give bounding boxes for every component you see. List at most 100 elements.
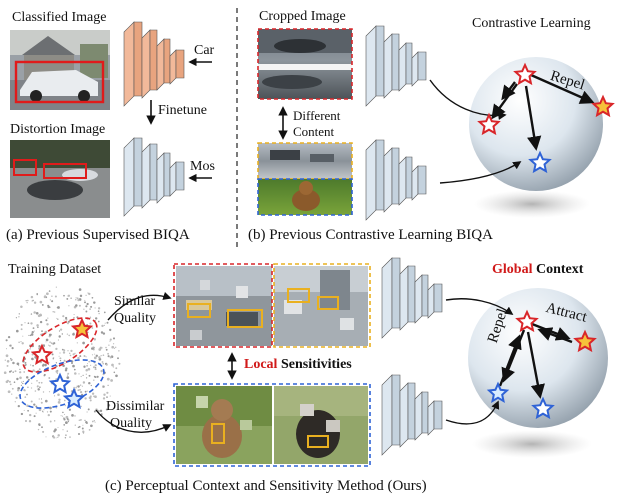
dataset-point — [101, 324, 104, 328]
dataset-point — [5, 339, 8, 342]
dataset-point — [79, 388, 81, 391]
dataset-point — [63, 413, 66, 415]
dataset-point — [28, 420, 32, 423]
dataset-point — [64, 369, 68, 372]
dataset-point — [7, 390, 11, 394]
dataset-point — [83, 354, 86, 358]
dataset-point — [27, 386, 29, 389]
dataset-point — [65, 421, 68, 424]
repel-arrow-c3 — [498, 334, 522, 387]
dataset-point — [69, 436, 71, 438]
dataset-point — [88, 374, 91, 377]
dataset-point — [49, 420, 52, 423]
dataset-point — [28, 413, 32, 417]
dataset-point — [112, 337, 116, 340]
dataset-point — [55, 286, 57, 288]
dataset-point — [57, 339, 59, 341]
dataset-point — [106, 377, 110, 381]
dataset-point — [20, 412, 24, 416]
dataset-point — [42, 391, 45, 393]
dataset-point — [100, 355, 102, 357]
dataset-point — [91, 296, 94, 299]
dataset-point — [62, 429, 64, 431]
dataset-point — [58, 398, 61, 401]
similar-arrow — [107, 291, 172, 321]
dataset-point — [100, 331, 104, 334]
dataset-point — [77, 389, 80, 392]
dataset-point — [39, 313, 42, 316]
dataset-point — [85, 356, 87, 358]
dataset-point — [97, 310, 100, 313]
dataset-point — [3, 371, 7, 375]
dataset-point — [95, 354, 98, 357]
dataset-point — [20, 384, 22, 386]
dataset-point — [106, 396, 108, 398]
dataset-point — [36, 324, 39, 327]
dataset-point — [95, 317, 98, 320]
dataset-point — [87, 367, 91, 371]
dataset-point — [12, 371, 14, 373]
dataset-point — [72, 332, 75, 336]
dataset-point — [83, 365, 86, 368]
different-content-images — [257, 142, 353, 216]
global-word: Global — [492, 262, 533, 277]
mos-label: Mos — [190, 159, 215, 174]
caption-b: (b) Previous Contrastive Learning BIQA — [248, 227, 493, 243]
orange-star-c — [573, 329, 597, 353]
dataset-point — [79, 390, 83, 394]
dataset-point — [47, 413, 50, 417]
dataset-point — [111, 345, 115, 349]
dataset-point — [26, 404, 29, 408]
dataset-point — [52, 311, 54, 313]
dataset-point — [57, 393, 60, 397]
dataset-point — [109, 338, 112, 341]
dataset-point — [70, 297, 72, 299]
dataset-point — [106, 391, 109, 394]
dataset-point — [84, 299, 86, 301]
dataset-point — [105, 348, 108, 351]
dataset-point — [107, 352, 110, 355]
dataset-point — [41, 426, 43, 429]
dataset-point — [117, 357, 119, 360]
dataset-point — [93, 356, 97, 360]
blue-star-b — [528, 150, 552, 174]
panel-c — [3, 257, 608, 467]
dataset-point — [63, 418, 66, 421]
dataset-point — [40, 381, 43, 384]
panel-a — [10, 21, 212, 218]
distortion-image-label: Distortion Image — [10, 122, 106, 137]
dataset-point — [94, 395, 97, 399]
dataset-point — [64, 362, 66, 364]
dataset-point — [68, 408, 72, 411]
dataset-point — [63, 294, 65, 297]
dataset-point — [73, 368, 76, 371]
dataset-point — [78, 304, 81, 307]
dataset-point — [57, 401, 61, 404]
dataset-point — [35, 412, 37, 414]
dataset-point — [34, 390, 37, 392]
dataset-point — [73, 317, 75, 319]
repel-arrow-b1 — [501, 81, 516, 101]
dataset-point — [66, 418, 69, 420]
dataset-point — [105, 363, 108, 366]
dataset-point — [20, 340, 22, 343]
dataset-red-star — [30, 343, 54, 365]
dataset-point — [25, 300, 27, 302]
dataset-point — [85, 369, 88, 372]
dataset-point — [106, 321, 109, 324]
dataset-point — [115, 374, 118, 378]
dataset-point — [57, 434, 60, 437]
dataset-point — [48, 377, 51, 379]
curve-c-top — [445, 298, 514, 315]
encoder-network-bottom — [365, 139, 427, 221]
dataset-point — [54, 395, 56, 397]
dataset-point — [74, 352, 76, 354]
dataset-point — [24, 389, 26, 392]
dataset-point — [79, 384, 82, 386]
dataset-point — [44, 294, 46, 296]
dataset-point — [50, 342, 53, 345]
dataset-point — [26, 393, 28, 396]
dataset-point — [87, 292, 89, 294]
dataset-point — [40, 401, 43, 404]
